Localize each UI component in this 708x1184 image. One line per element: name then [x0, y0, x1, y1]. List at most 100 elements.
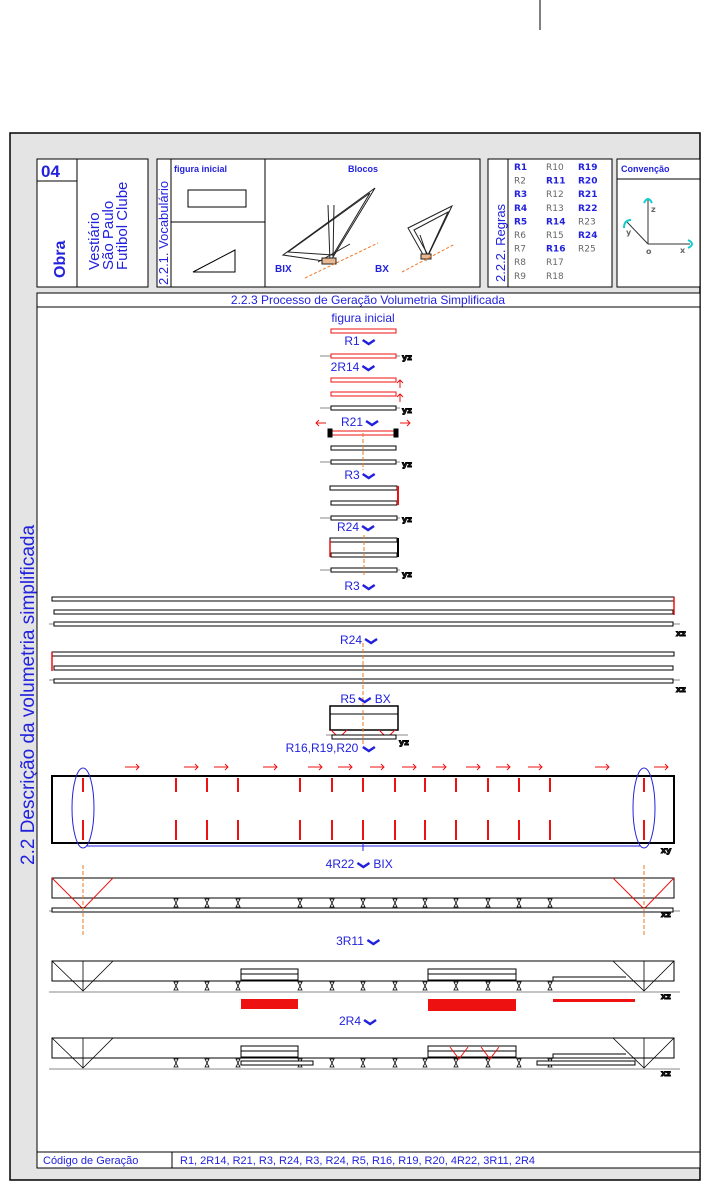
rule-r3: R3 [514, 190, 527, 200]
plane-label-xz: xz [661, 992, 671, 1001]
column-post [516, 1058, 522, 1068]
chevron-down-icon [361, 364, 376, 372]
chevron-down-icon [365, 419, 379, 427]
step-r3: R3 [344, 579, 376, 593]
v-braces [449, 1046, 500, 1060]
column-post [392, 898, 398, 908]
highlight-ellipse-right [632, 767, 656, 849]
end-cap [393, 428, 399, 438]
blue-guide-line [86, 843, 641, 851]
column-post [235, 981, 241, 991]
arrow-right-icon [184, 763, 199, 771]
arrow-right-icon [654, 763, 669, 771]
step-2r4: 2R4 [339, 1014, 377, 1028]
plane-label-yz: yz [402, 406, 412, 415]
axis-x-label: x [680, 246, 686, 255]
plane-label-yz: yz [402, 515, 412, 524]
obra-label: Obra [52, 241, 69, 278]
block-bix-drawing [281, 187, 379, 279]
elevation-4r22 [51, 877, 675, 899]
process-title: 2.2.3 Processo de Geração Volumetria Sim… [231, 293, 505, 307]
column-post [173, 981, 179, 991]
column-post [392, 981, 398, 991]
rule-r17: R17 [546, 258, 564, 268]
brace-lines [51, 960, 675, 992]
axis-y-label: y [626, 228, 632, 237]
step-label: 2R14 [331, 360, 360, 374]
column-post [485, 898, 491, 908]
step-label: R24 [340, 633, 362, 647]
column-post [173, 1058, 179, 1068]
convencao-box: Convenção z x y o [616, 158, 701, 288]
arrow-right-icon [528, 763, 543, 771]
column-post [204, 981, 210, 991]
brace-lines [51, 1037, 675, 1069]
arrow-side-icon [315, 419, 411, 427]
rule-r24: R24 [578, 231, 597, 241]
column-post [453, 898, 459, 908]
chevron-down-icon [363, 1018, 377, 1026]
step-label: R21 [341, 415, 363, 429]
chevron-down-icon [362, 745, 376, 753]
rule-r2: R2 [514, 177, 526, 187]
highlight-ellipse-left [71, 767, 95, 849]
chevron-down-icon [356, 861, 371, 869]
bx-label: BX [375, 264, 389, 275]
plan-bar [53, 621, 674, 627]
plan-bar [330, 515, 398, 521]
arrow-right-icon [595, 763, 610, 771]
arrow-right-icon [338, 763, 353, 771]
step-3r11: 3R11 [336, 934, 381, 948]
plan-bar [330, 405, 397, 411]
initial-triangle [192, 249, 236, 273]
step-label: R16,R19,R20 [286, 741, 359, 755]
column-post [453, 981, 459, 991]
plane-label-xy: xy [661, 846, 672, 855]
column-post [297, 898, 303, 908]
obra-line-1: Vestiário [86, 212, 103, 270]
initial-rectangle [187, 189, 247, 208]
arrow-right-icon [125, 763, 140, 771]
step-r16-r19-r20: R16,R19,R20 [286, 741, 376, 755]
plane-label-yz: yz [399, 738, 409, 747]
chevron-down-icon [362, 583, 376, 591]
step-r21: R21 [341, 415, 379, 429]
column-post [392, 1058, 398, 1068]
rule-r11: R11 [546, 177, 565, 187]
added-volume-mark [428, 999, 516, 1011]
rule-r19: R19 [578, 163, 597, 173]
column-post [547, 898, 553, 908]
rule-r10: R10 [546, 163, 564, 173]
column-post [422, 981, 428, 991]
rule-r6: R6 [514, 231, 526, 241]
rule-r20: R20 [578, 177, 597, 187]
plane-label-xz: xz [676, 685, 686, 694]
figura-inicial-heading: figura inicial [174, 164, 227, 174]
vocabulario-title: 2.2.1. Vocabulário [156, 181, 171, 285]
plane-label-yz: yz [402, 353, 412, 362]
rule-r23: R23 [578, 217, 596, 227]
arrow-up-icon [396, 379, 404, 402]
plan-bar [330, 353, 397, 359]
rule-r18: R18 [546, 272, 564, 282]
lower-volume [536, 1060, 636, 1066]
step-suffix: BIX [373, 857, 392, 871]
column-post [204, 898, 210, 908]
column-post [453, 1058, 459, 1068]
added-volume-mark [553, 999, 635, 1002]
step-r24: R24 [337, 520, 375, 534]
arrow-right-icon [308, 763, 323, 771]
column-post [329, 981, 335, 991]
column-post [297, 981, 303, 991]
regras-box: 2.2.2. Regras R1R2R3R4R5R6R7R8R9R10R11R1… [487, 158, 613, 288]
rule-r8: R8 [514, 258, 526, 268]
chevron-down-icon [364, 637, 378, 645]
step-r3: R3 [344, 468, 376, 482]
step-label: R1 [344, 334, 360, 348]
column-post [547, 981, 553, 991]
arrow-right-icon [466, 763, 481, 771]
